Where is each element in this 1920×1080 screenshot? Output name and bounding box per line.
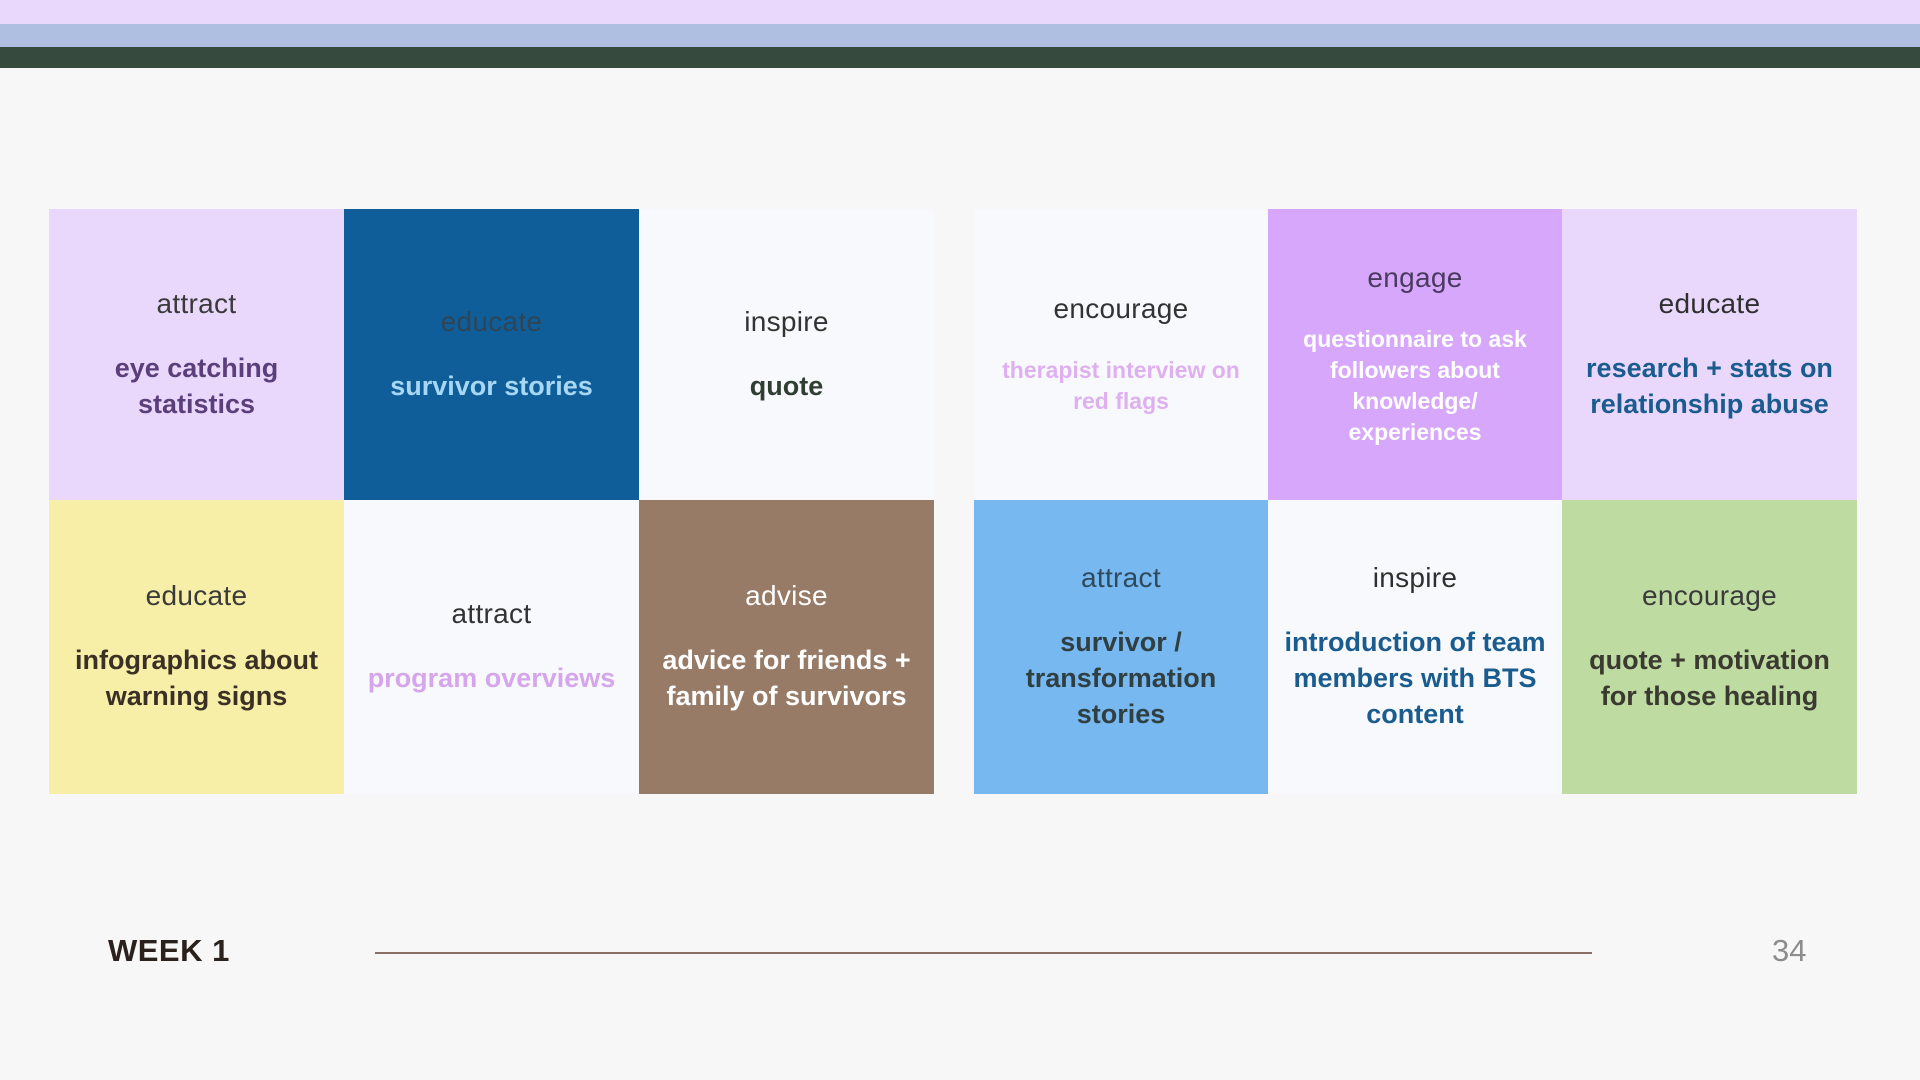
tile-right-6: encourage quote + motivation for those h… bbox=[1562, 500, 1857, 794]
tile-description: eye catching statistics bbox=[114, 352, 279, 419]
content-grid-right: encourage therapist interview on red fla… bbox=[974, 209, 1857, 794]
footer-divider bbox=[375, 952, 1592, 954]
tile-description: research + stats on relationship abuse bbox=[1586, 352, 1833, 419]
tile-description: survivor / transformation stories bbox=[1025, 627, 1217, 729]
tile-category: inspire bbox=[744, 305, 829, 337]
page-number: 34 bbox=[1772, 933, 1807, 968]
tile-category: educate bbox=[440, 305, 543, 337]
tile-category: attract bbox=[1081, 562, 1161, 593]
top-stripe-blue bbox=[0, 24, 1920, 47]
tile-description: quote + motivation for those healing bbox=[1589, 645, 1830, 711]
tile-left-1: attract eye catching statistics bbox=[49, 209, 344, 500]
tile-left-5: attract program overviews bbox=[344, 500, 639, 794]
tile-description: program overviews bbox=[367, 663, 616, 693]
tile-category: encourage bbox=[1641, 580, 1778, 611]
tile-right-5: inspire introduction of team members wit… bbox=[1268, 500, 1562, 794]
top-stripe-dark bbox=[0, 47, 1920, 68]
tile-description: quote bbox=[749, 370, 824, 401]
top-stripe-lavender bbox=[0, 0, 1920, 24]
tile-left-6: advise advice for friends + family of su… bbox=[639, 500, 934, 794]
tile-right-4: attract survivor / transformation storie… bbox=[974, 500, 1268, 794]
tile-description: advice for friends + family of survivors bbox=[662, 645, 911, 711]
tile-description: survivor stories bbox=[390, 370, 593, 401]
tile-category: engage bbox=[1367, 261, 1463, 293]
tile-category: attract bbox=[156, 287, 237, 319]
tile-category: educate bbox=[145, 580, 248, 611]
content-grid-left: attract eye catching statistics educate … bbox=[49, 209, 934, 794]
tile-description: questionnaire to ask followers about kno… bbox=[1303, 325, 1527, 445]
tile-category: educate bbox=[1658, 287, 1761, 319]
tile-right-3: educate research + stats on relationship… bbox=[1562, 209, 1857, 500]
tile-description: introduction of team members with BTS co… bbox=[1284, 627, 1546, 729]
tile-right-2: engage questionnaire to ask followers ab… bbox=[1268, 209, 1562, 500]
week-label: WEEK 1 bbox=[108, 933, 230, 968]
tile-description: infographics about warning signs bbox=[75, 645, 318, 711]
tile-left-2: educate survivor stories bbox=[344, 209, 639, 500]
tile-category: attract bbox=[451, 598, 532, 629]
tile-category: inspire bbox=[1372, 562, 1458, 593]
tile-left-4: educate infographics about warning signs bbox=[49, 500, 344, 794]
tile-right-1: encourage therapist interview on red fla… bbox=[974, 209, 1268, 500]
tile-category: advise bbox=[745, 580, 828, 611]
tile-left-3: inspire quote bbox=[639, 209, 934, 500]
tile-description: therapist interview on red flags bbox=[1002, 356, 1240, 414]
tile-category: encourage bbox=[1053, 292, 1189, 324]
